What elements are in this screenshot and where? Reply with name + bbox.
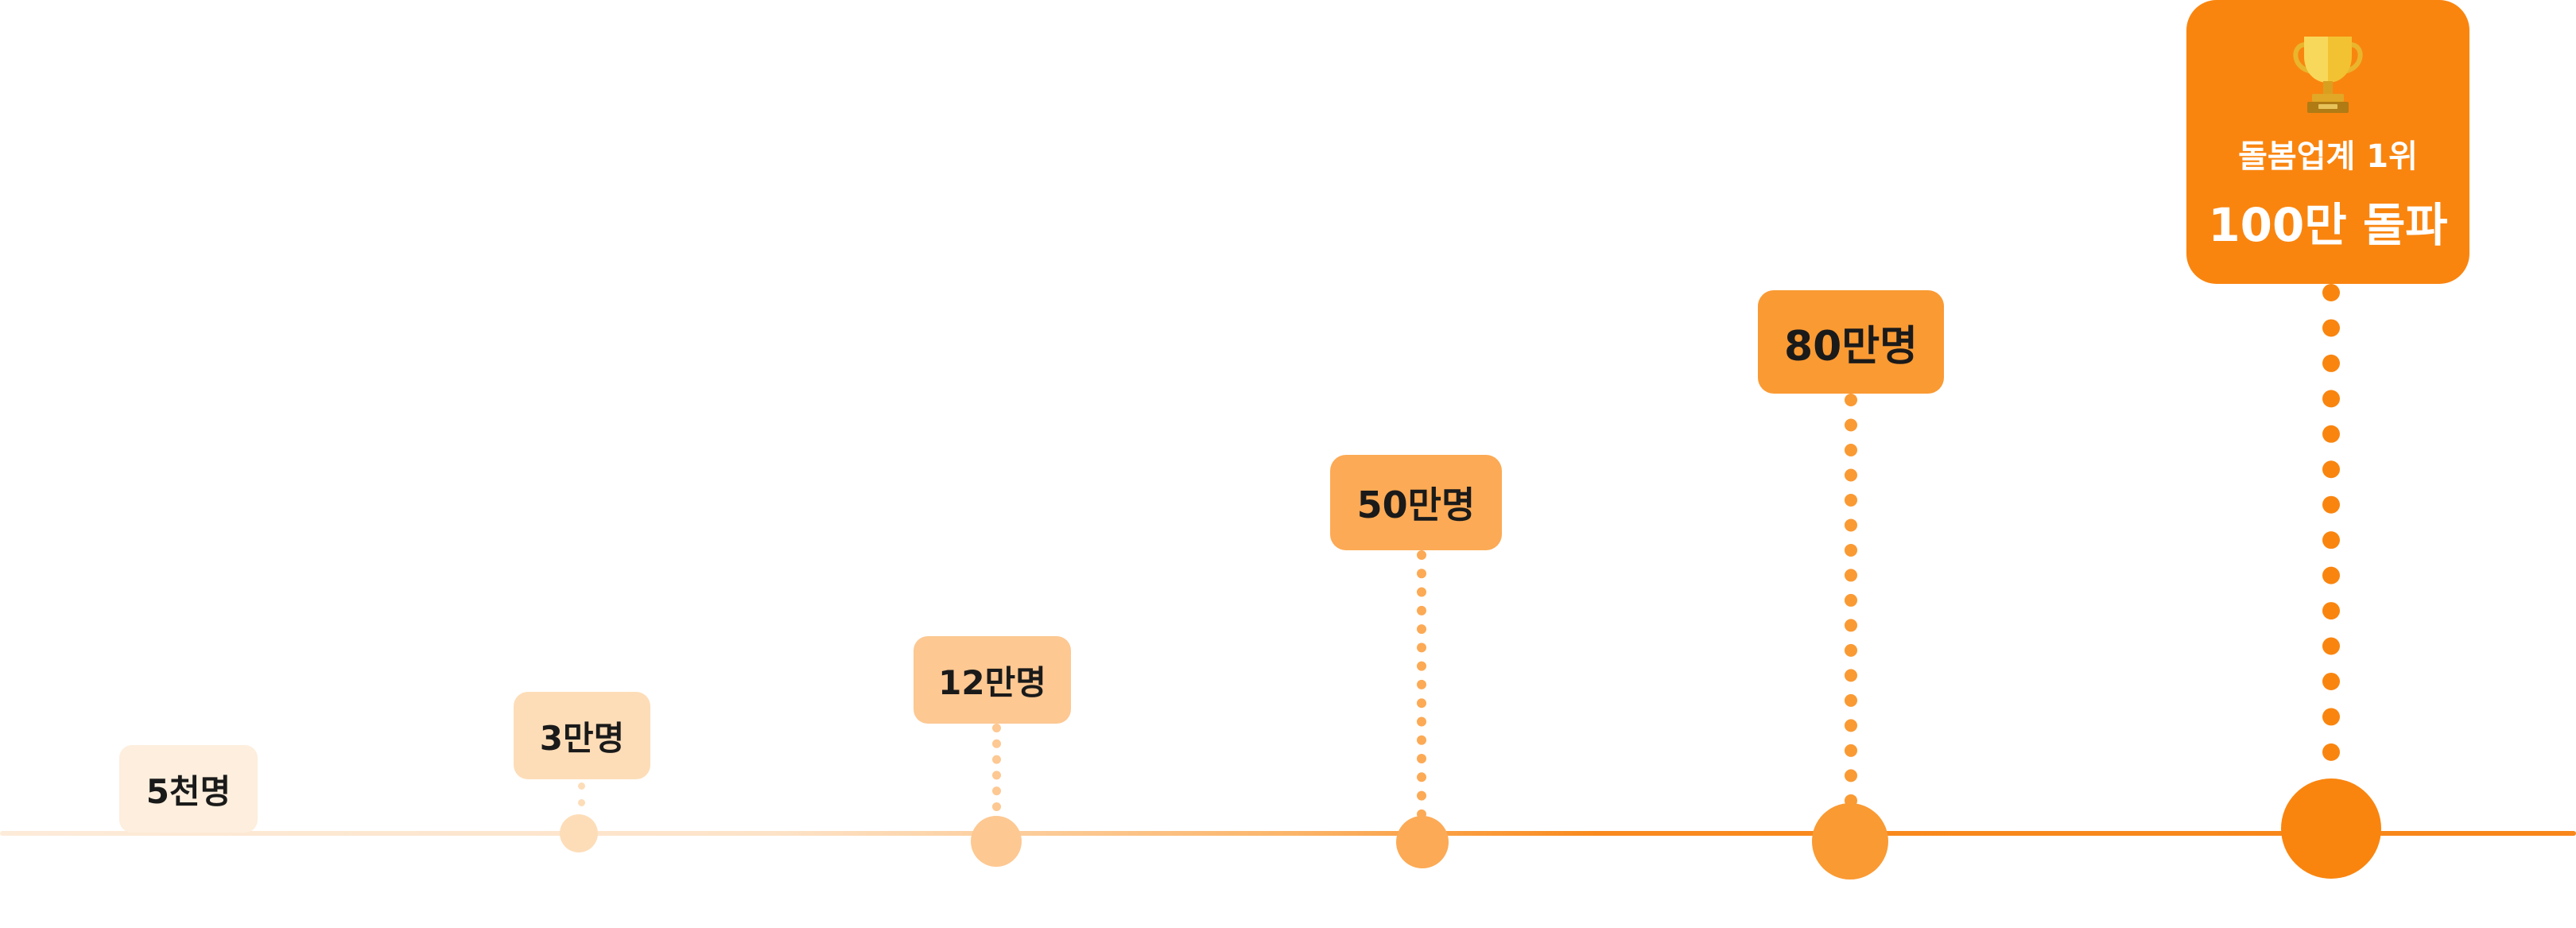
milestone-connector [1417, 550, 1426, 819]
milestone-dot [1812, 803, 1888, 879]
milestone-dot [560, 814, 598, 852]
milestone-text: 50만명 [1356, 483, 1476, 526]
milestone-label-30k: 3만명 [514, 692, 650, 779]
milestone-dot [971, 816, 1022, 867]
milestone-connector [1845, 394, 1857, 807]
final-connector [2322, 284, 2340, 761]
milestone-connector [992, 724, 1001, 811]
milestone-label-120k: 12만명 [914, 636, 1071, 724]
milestone-dot [1396, 816, 1449, 868]
milestone-connector [578, 782, 585, 806]
timeline-baseline [0, 831, 2576, 836]
milestone-text: 5천명 [145, 771, 231, 811]
trophy-icon [2293, 37, 2363, 113]
final-subtitle: 돌봄업계 1위 [2238, 138, 2418, 175]
final-title: 100만 돌파 [2208, 198, 2448, 252]
milestone-text: 80만명 [1783, 322, 1918, 371]
milestone-text: 12만명 [938, 662, 1046, 702]
milestone-label-5k: 5천명 [119, 745, 258, 833]
milestone-text: 3만명 [539, 718, 625, 758]
final-milestone-card: 돌봄업계 1위 100만 돌파 [2186, 0, 2469, 284]
milestone-label-800k: 80만명 [1758, 290, 1944, 394]
milestone-label-500k: 50만명 [1330, 455, 1502, 550]
final-milestone-dot [2281, 779, 2381, 879]
